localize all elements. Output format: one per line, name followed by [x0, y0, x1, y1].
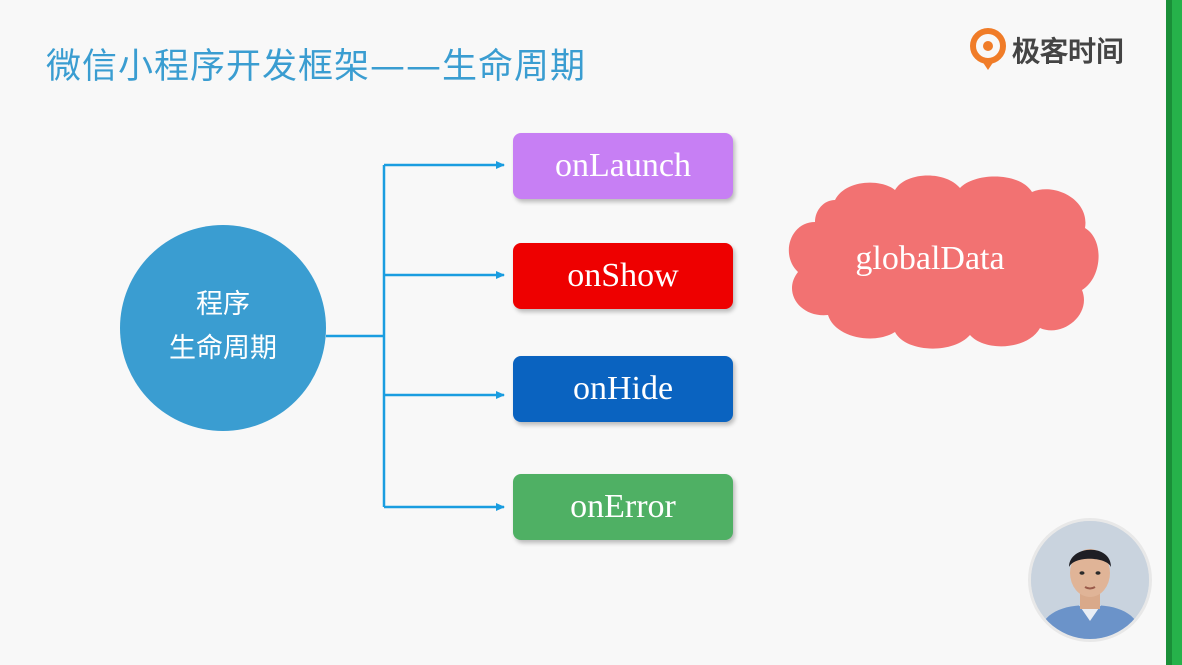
hook-label: onHide [572, 370, 674, 407]
circle-line-1: 程序 [196, 289, 250, 320]
hook-onlaunch: onLaunch [513, 133, 733, 199]
presenter-video-icon [1031, 521, 1149, 639]
hook-onerror: onError [513, 474, 733, 540]
hook-onshow: onShow [513, 243, 733, 309]
circle-line-2: 生命周期 [169, 333, 277, 364]
side-strip [1166, 0, 1182, 665]
brand-name: 极客时间 [1012, 35, 1125, 68]
connectors [326, 161, 505, 511]
brand: 极客时间 [968, 28, 1124, 72]
program-lifecycle-label: 程序 生命周期 [120, 283, 326, 371]
globaldata-label: globalData [855, 240, 1005, 277]
hook-onhide: onHide [513, 356, 733, 422]
slide-title: 微信小程序开发框架——生命周期 [46, 47, 587, 87]
presenter-video[interactable] [1028, 518, 1152, 642]
hook-label: onError [570, 488, 676, 525]
hook-label: onLaunch [555, 147, 691, 184]
program-lifecycle-circle [120, 225, 326, 431]
globaldata-cloud [788, 175, 1099, 349]
hook-label: onShow [567, 257, 679, 294]
geektime-logo-icon [970, 28, 1006, 70]
